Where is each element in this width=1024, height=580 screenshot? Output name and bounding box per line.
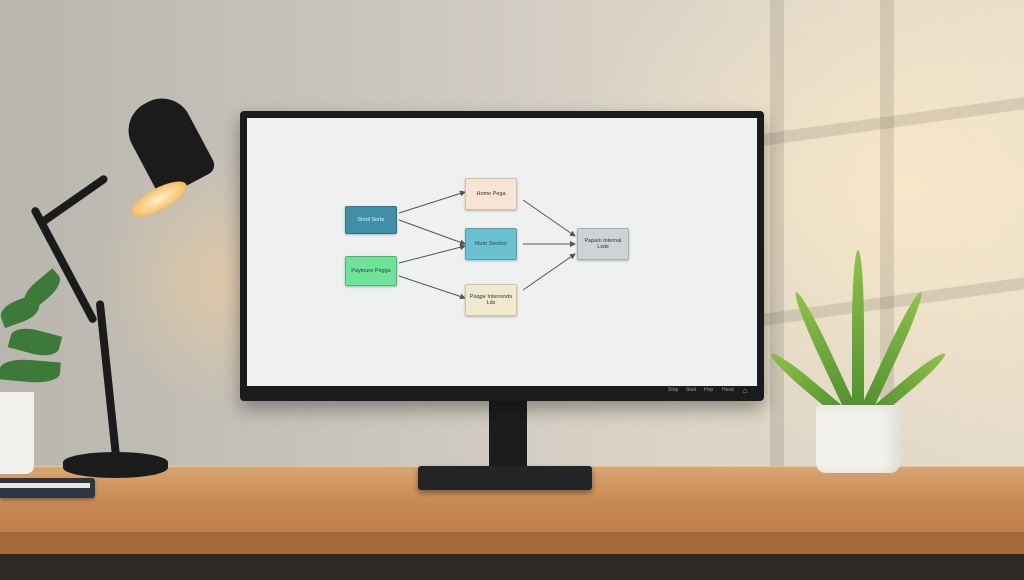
left-plant-pot xyxy=(0,392,34,474)
edge-line xyxy=(398,219,466,246)
diagram-node: Home Pega xyxy=(465,178,517,210)
diagram-node: Mum Section xyxy=(465,228,517,260)
edge-line xyxy=(522,253,576,291)
plant-leaf xyxy=(852,250,864,410)
diagram-node: Papain Internal Lxds xyxy=(577,228,629,260)
monitor-stand-neck xyxy=(489,400,527,470)
book-pages xyxy=(0,483,90,488)
right-plant-pot xyxy=(816,405,900,473)
edge-line xyxy=(522,199,576,237)
monitor: Stroll Sorte Paytoure Pegga Home Pega Mu… xyxy=(240,111,764,401)
home-icon[interactable]: ⌂ xyxy=(742,386,748,395)
monitor-osd-bar: Stop Stuti Hop Hoxd ⌂ xyxy=(240,386,764,401)
desk-edge xyxy=(0,532,1024,554)
book xyxy=(0,478,95,498)
edge-line xyxy=(398,244,466,264)
monitor-stand-base xyxy=(418,466,592,490)
diagram-node: Paqge Interronds Lds xyxy=(465,284,517,316)
diagram-edges xyxy=(398,190,576,300)
diagram-node: Stroll Sorte xyxy=(345,206,397,234)
window-frame-shadow xyxy=(770,0,784,470)
osd-button[interactable]: Stuti xyxy=(686,387,697,393)
diagram-node: Paytoure Pegga xyxy=(345,256,397,286)
under-desk xyxy=(0,554,1024,580)
edge-line xyxy=(398,275,466,300)
edge-line xyxy=(398,190,466,214)
monitor-screen: Stroll Sorte Paytoure Pegga Home Pega Mu… xyxy=(247,118,757,386)
osd-button[interactable]: Hoxd xyxy=(722,387,734,393)
osd-button[interactable]: Hop xyxy=(704,387,714,393)
osd-button[interactable]: Stop xyxy=(668,387,679,393)
